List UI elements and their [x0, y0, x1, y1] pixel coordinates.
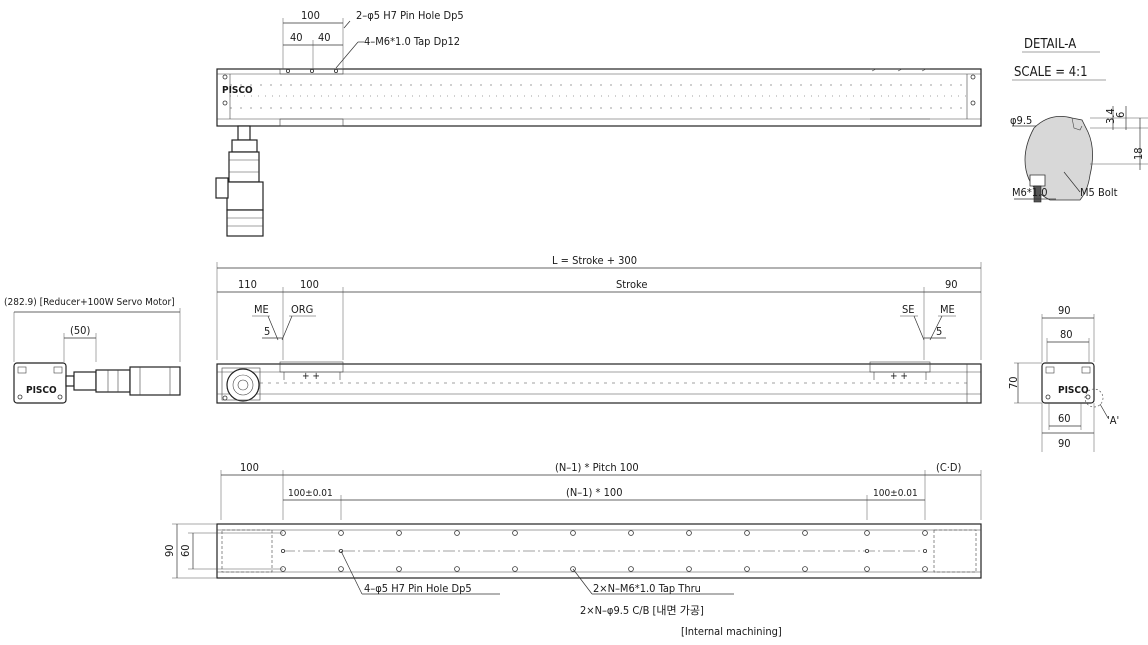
end-view-profile	[1041, 362, 1095, 404]
detail-dim-18: 18	[1132, 147, 1145, 160]
bottom-tol-left: 100±0.01	[288, 488, 333, 499]
side-view-rail	[216, 363, 982, 404]
top-tap-note: 4–M6*1.0 Tap Dp12	[364, 35, 460, 48]
motor-view-brand: PISCO	[26, 385, 57, 396]
bottom-pitch: (N–1) * Pitch 100	[555, 461, 639, 474]
top-dim-100: 100	[301, 9, 320, 22]
detail-scale: SCALE = 4:1	[1014, 65, 1088, 80]
svg-text:+ +: + +	[890, 371, 908, 382]
end-view-brand: PISCO	[1058, 385, 1089, 396]
bottom-cb-note: 2×N–φ9.5 C/B [내면 가공]	[580, 604, 704, 617]
side-org: ORG	[291, 303, 313, 316]
detail-phi: φ9.5	[1010, 114, 1032, 127]
bottom-n100: (N–1) * 100	[566, 486, 622, 499]
side-me-left: ME	[254, 303, 269, 316]
end-height-70: 70	[1007, 376, 1020, 389]
side-view: L = Stroke + 300 110 100 Stroke 90 ME OR…	[216, 254, 982, 404]
top-view: PISCO 100 40 40 2–φ5 H7 Pin Hole Dp5 4–M…	[215, 9, 982, 237]
side-se: SE	[902, 303, 915, 316]
bottom-hole-pattern	[280, 530, 928, 572]
bottom-pin-note: 4–φ5 H7 Pin Hole Dp5	[364, 582, 472, 595]
bottom-view: 100 (N–1) * Pitch 100 (C·D) 100±0.01 (N–…	[163, 461, 982, 638]
top-view-rail	[216, 68, 982, 127]
bottom-height-60: 60	[179, 544, 192, 557]
detail-a: DETAIL-A SCALE = 4:1 φ9.5 3.4 6 18 M6*1.…	[1010, 37, 1148, 203]
bottom-cd: (C·D)	[936, 461, 962, 474]
top-view-brand: PISCO	[222, 85, 253, 96]
side-five-right: 5	[936, 325, 942, 338]
svg-text:+ +: + +	[302, 371, 320, 382]
motor-view: (282.9) [Reducer+100W Servo Motor] (50) …	[4, 297, 181, 404]
bottom-tol-right: 100±0.01	[873, 488, 918, 499]
end-ref-a: 'A'	[1107, 414, 1119, 427]
motor-dim-50: (50)	[70, 324, 90, 337]
end-width-60: 60	[1058, 412, 1071, 425]
end-view: 90 80 70 PISCO 'A' 60 90	[1007, 304, 1119, 452]
top-dim-40-right: 40	[318, 31, 331, 44]
end-width-90-top: 90	[1058, 304, 1071, 317]
top-dim-40-left: 40	[290, 31, 303, 44]
bottom-internal-machining: [Internal machining]	[681, 625, 782, 638]
side-stroke: Stroke	[616, 278, 647, 291]
bottom-tap-note: 2×N–M6*1.0 Tap Thru	[593, 582, 701, 595]
detail-bolt: M5 Bolt	[1080, 186, 1118, 199]
side-dim-100: 100	[300, 278, 319, 291]
bottom-height-90: 90	[163, 544, 176, 557]
side-dim-90: 90	[945, 278, 958, 291]
end-width-90-bottom: 90	[1058, 437, 1071, 450]
side-five-left: 5	[264, 325, 270, 338]
top-pin-hole-note: 2–φ5 H7 Pin Hole Dp5	[356, 9, 464, 22]
detail-dim-6: 6	[1114, 112, 1127, 118]
motor-note: (282.9) [Reducer+100W Servo Motor]	[4, 297, 175, 308]
side-me-right: ME	[940, 303, 955, 316]
side-overall-length: L = Stroke + 300	[552, 254, 637, 267]
bottom-dim-100: 100	[240, 461, 259, 474]
side-dim-110: 110	[238, 278, 257, 291]
detail-title: DETAIL-A	[1024, 37, 1076, 52]
detail-m6: M6*1.0	[1012, 186, 1048, 199]
detail-dim-3-4: 3.4	[1104, 108, 1117, 124]
end-width-80: 80	[1060, 328, 1073, 341]
